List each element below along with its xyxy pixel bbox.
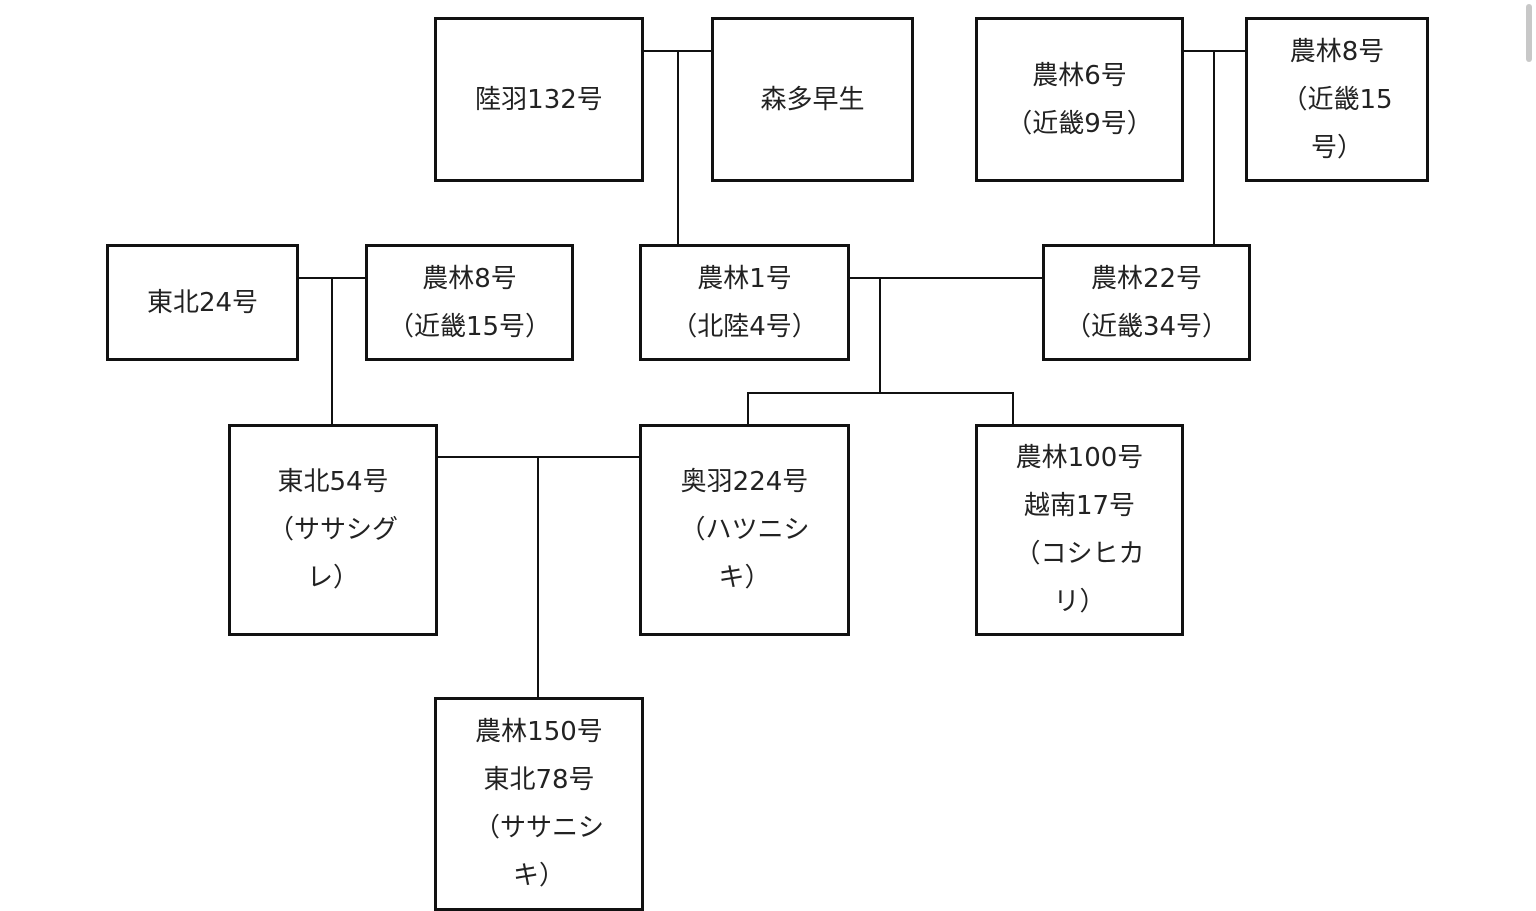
node-label: 越南17号 — [1023, 491, 1136, 521]
scrollbar[interactable] — [1524, 0, 1536, 911]
node-label: 東北54号 — [277, 467, 389, 497]
node-label: 農林100号 — [1015, 443, 1144, 473]
node-label: 農林8号 — [422, 263, 517, 294]
node-ou224: 奥羽224号 （ハツニシ キ） — [639, 424, 850, 636]
descent-line-norin150 — [537, 456, 539, 699]
node-label: リ） — [1053, 587, 1106, 617]
mating-line-norin1-norin22 — [847, 277, 1045, 279]
node-label: 農林1号 — [697, 263, 792, 294]
node-label: （近畿34号） — [1064, 311, 1229, 342]
descent-line-norin100 — [1012, 392, 1014, 427]
node-label: （ハツニシ — [679, 515, 810, 545]
node-norin8-mid: 農林8号 （近畿15号） — [365, 244, 574, 361]
descent-line-norin1 — [677, 50, 679, 247]
sibling-bar — [747, 392, 1014, 394]
node-norin8-top: 農林8号 （近畿15 号） — [1245, 17, 1429, 182]
node-label: キ） — [718, 563, 771, 593]
node-norin150: 農林150号 東北78号 （ササニシ キ） — [434, 697, 644, 911]
scrollbar-thumb[interactable] — [1526, 4, 1532, 62]
descent-line-ou224 — [747, 392, 749, 427]
node-norin1: 農林1号 （北陸4号） — [639, 244, 850, 361]
node-norin6: 農林6号 （近畿9号） — [975, 17, 1184, 182]
node-label: 森多早生 — [760, 84, 865, 115]
node-label: （近畿9号） — [1006, 108, 1153, 139]
descent-line-tohoku54 — [331, 277, 333, 427]
node-label: 陸羽132号 — [475, 84, 603, 115]
node-morita-wase: 森多早生 — [711, 17, 914, 182]
node-label: 東北24号 — [146, 287, 259, 318]
descent-line-norin22 — [1213, 50, 1215, 247]
node-label: キ） — [512, 861, 565, 891]
node-rikuu132: 陸羽132号 — [434, 17, 644, 182]
node-label: （近畿15号） — [387, 311, 552, 342]
descent-line-siblings — [879, 277, 881, 393]
node-label: （コシヒカ — [1014, 539, 1145, 569]
node-label: （北陸4号） — [671, 311, 818, 342]
node-label: 農林8号 — [1289, 36, 1385, 67]
node-norin22: 農林22号 （近畿34号） — [1042, 244, 1251, 361]
node-label: 奥羽224号 — [680, 467, 809, 497]
node-tohoku24: 東北24号 — [106, 244, 299, 361]
node-label: 農林22号 — [1090, 263, 1203, 294]
node-label: 農林150号 — [475, 717, 603, 747]
node-label: 東北78号 — [483, 765, 595, 795]
node-label: 号） — [1310, 132, 1363, 163]
node-label: 農林6号 — [1032, 60, 1127, 91]
node-label: レ） — [306, 563, 359, 593]
node-tohoku54: 東北54号 （ササシグ レ） — [228, 424, 438, 636]
node-label: （ササニシ — [473, 813, 604, 843]
node-norin100: 農林100号 越南17号 （コシヒカ リ） — [975, 424, 1184, 636]
node-label: （近畿15 — [1281, 84, 1393, 115]
mating-line-tohoku54-ou224 — [436, 456, 642, 458]
node-label: （ササシグ — [267, 515, 398, 545]
